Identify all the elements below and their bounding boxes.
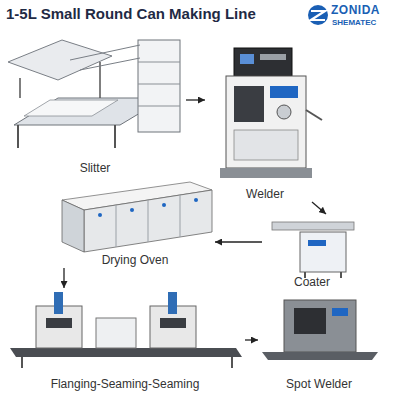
logo-icon bbox=[308, 5, 328, 25]
coater-machine bbox=[272, 222, 354, 278]
logo-icon-part bbox=[311, 11, 325, 20]
flow-arrow bbox=[245, 339, 258, 340]
flanging-seaming-machines-part bbox=[231, 357, 233, 368]
coater-machine-part bbox=[272, 222, 354, 230]
slitter-machine-part bbox=[17, 125, 19, 148]
station-label: Flanging-Seaming-Seaming bbox=[47, 376, 204, 392]
flow-arrow bbox=[215, 241, 262, 242]
diagram-title: 1-5L Small Round Can Making Line bbox=[6, 5, 256, 22]
station-label: Coater bbox=[290, 274, 334, 290]
welder-machine-part bbox=[277, 105, 291, 119]
station-label: Slitter bbox=[76, 160, 115, 176]
welder-machine-part bbox=[234, 48, 292, 76]
slitter-machine-part bbox=[99, 62, 101, 98]
drying-oven-part bbox=[148, 200, 149, 242]
spot-welder-machine-part bbox=[294, 308, 326, 334]
welder-machine-part bbox=[220, 168, 312, 178]
spot-welder-machine bbox=[262, 300, 378, 360]
drying-oven-part bbox=[116, 205, 117, 247]
flow-arrow bbox=[63, 268, 64, 288]
welder-machine-part bbox=[234, 130, 298, 160]
machine-station: Drying Oven bbox=[55, 180, 215, 268]
welder-machine-part bbox=[226, 76, 306, 168]
coater-machine-part bbox=[340, 272, 342, 278]
flanging-seaming-machines-part bbox=[168, 292, 177, 314]
coater-machine-part bbox=[300, 232, 346, 272]
machine-station: Flanging-Seaming-Seaming bbox=[5, 288, 245, 392]
slitter-machine-part bbox=[70, 45, 140, 60]
spot-welder-machine-part bbox=[284, 300, 356, 352]
spot-welder-machine-part bbox=[262, 352, 378, 360]
flow-arrow bbox=[186, 99, 205, 100]
slitter-machine-part bbox=[19, 78, 21, 98]
spot-welder-machine-part bbox=[332, 308, 348, 316]
slitter-machine-part bbox=[138, 40, 180, 132]
drying-oven-part bbox=[180, 195, 181, 237]
welder-machine-part bbox=[240, 54, 254, 64]
flanging-seaming-machines-part bbox=[21, 357, 23, 368]
slitter-machine-part bbox=[138, 84, 180, 85]
station-label: Spot Welder bbox=[282, 376, 356, 392]
flanging-seaming-machines-part bbox=[54, 292, 63, 314]
flanging-seaming-machines-part bbox=[160, 318, 186, 328]
flanging-seaming-machines-part bbox=[96, 318, 136, 348]
flanging-seaming-machines-part bbox=[10, 348, 242, 357]
drying-oven-part bbox=[130, 208, 134, 212]
slitter-machine bbox=[8, 40, 180, 148]
welder-machine-part bbox=[306, 110, 322, 120]
welder-machine-part bbox=[270, 86, 298, 98]
flow-arrow bbox=[312, 202, 326, 214]
machine-station: Welder bbox=[205, 42, 325, 202]
station-label: Drying Oven bbox=[98, 252, 173, 268]
drying-oven-part bbox=[162, 203, 166, 207]
slitter-machine-part bbox=[24, 100, 118, 116]
slitter-machine-part bbox=[114, 125, 116, 148]
machine-station: Slitter bbox=[4, 30, 186, 176]
logo-text: SHEMATEC bbox=[332, 18, 376, 27]
machine-station: Coater bbox=[262, 214, 362, 290]
drying-oven-part bbox=[62, 200, 84, 252]
welder-machine bbox=[220, 48, 322, 178]
slitter-machine-part bbox=[80, 58, 140, 70]
drying-oven-part bbox=[84, 190, 212, 252]
station-label: Welder bbox=[242, 186, 288, 202]
drying-oven-part bbox=[194, 198, 198, 202]
logo-icon-part bbox=[308, 5, 328, 25]
flanging-seaming-machines bbox=[10, 292, 242, 368]
drying-oven bbox=[62, 182, 212, 252]
machine-station: Spot Welder bbox=[258, 294, 380, 392]
welder-machine-part bbox=[260, 54, 286, 60]
drying-oven-part bbox=[98, 213, 102, 217]
coater-machine-part bbox=[308, 240, 326, 246]
slitter-machine-part bbox=[138, 106, 180, 107]
slitter-machine-part bbox=[138, 62, 180, 63]
flanging-seaming-machines-part bbox=[46, 318, 72, 328]
slitter-machine-part bbox=[8, 40, 112, 80]
logo-text: ZONIDA bbox=[331, 3, 380, 17]
welder-machine-part bbox=[234, 86, 264, 122]
